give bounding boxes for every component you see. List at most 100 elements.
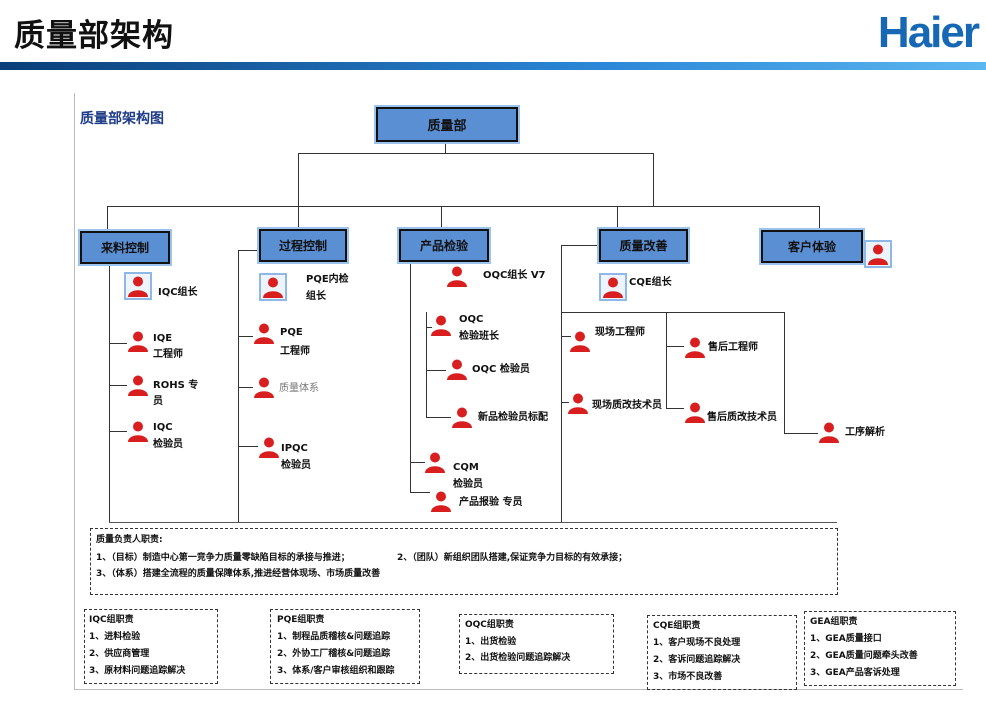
connector [426,312,427,417]
connector [410,492,430,493]
person-icon [451,406,473,428]
connector [298,153,299,206]
duty-box-cqe [647,615,797,690]
connector [109,431,127,432]
person-icon [684,401,706,423]
role-label: 员 [153,396,163,407]
duty-item: 3、GEA产品客诉处理 [810,668,900,678]
connector [561,402,569,403]
connector [109,343,127,344]
role-label: 售后工程师 [708,342,758,353]
person-icon [569,330,591,352]
duty-item: 1、客户现场不良处理 [653,638,741,648]
dept-box-process: 过程控制 [259,229,347,262]
person-icon [867,243,889,265]
connector [561,245,562,522]
dept-box-incoming: 来料控制 [80,231,170,264]
duty-box-oqc [459,614,614,674]
connector [784,433,818,434]
connector [238,387,253,388]
duty-item: 2、GEA质量问题牵头改善 [810,651,918,661]
role-label: IQC [153,422,173,433]
connector [445,138,446,154]
role-label: OQC 检验员 [472,364,530,375]
person-icon [253,322,275,344]
person-icon [684,336,706,358]
role-label: 工程师 [153,349,183,360]
connector [784,312,785,433]
connector [426,417,451,418]
role-label: ROHS 专 [153,380,199,391]
role-label: 检验员 [281,460,311,471]
duty-box-gea [804,611,956,686]
role-label: 工程师 [280,346,310,357]
role-label: IPQC [281,443,308,454]
role-label: 质量体系 [279,383,319,394]
connector [426,327,432,328]
connector [666,408,684,409]
connector [107,206,819,207]
responsibility-line: 1、（目标）制造中心第一竞争力质量零缺陷目标的承接与推进； [96,553,350,563]
duty-title: CQE组职责 [653,621,701,631]
connector [107,206,108,231]
role-label: CQM [453,462,479,473]
role-label: 新品检验员标配 [478,412,548,423]
person-icon [446,358,468,380]
role-label: 售后质改技术员 [707,412,777,423]
role-label: OQC组长 V7 [483,270,546,281]
connector [561,312,784,313]
duty-title: GEA组职责 [810,617,858,627]
org-chart-panel [74,93,963,690]
duty-item: 1、制程品质稽核&问题追踪 [277,632,391,642]
page-title: 质量部架构 [14,18,174,54]
duty-item: 2、外协工厂稽核&问题追踪 [277,649,391,659]
duty-title: OQC组职责 [465,620,514,630]
duty-title: IQC组职责 [89,615,134,625]
person-icon [446,265,468,287]
connector [561,336,571,337]
person-icon [253,376,275,398]
duty-item: 2、供应商管理 [89,649,150,659]
person-icon [602,276,624,298]
haier-logo: Haier [877,8,980,57]
connector [238,250,260,251]
connector [410,262,411,492]
role-label: 检验员 [453,479,483,490]
diagram-title: 质量部架构图 [80,111,164,127]
responsibilities-title: 质量负责人职责: [96,535,163,545]
connector [426,370,446,371]
role-label: PQE [280,327,303,338]
person-icon [127,275,149,297]
role-label: 现场工程师 [595,327,645,338]
connector [653,153,654,206]
person-icon [818,421,840,443]
connector [410,262,435,263]
person-icon [262,276,284,298]
dept-box-customer: 客户体验 [761,230,863,263]
dept-box-inspection: 产品检验 [399,229,489,262]
person-icon [127,330,149,352]
connector [238,336,253,337]
role-label: CQE组长 [629,277,672,288]
duty-item: 1、GEA质量接口 [810,634,882,644]
role-label: IQC组长 [158,287,198,298]
duty-item: 1、出货检验 [465,637,517,647]
duty-box-pqe [270,609,420,684]
role-label: OQC [459,314,484,325]
role-label: 组长 [306,291,326,302]
duty-item: 3、体系/客户审核组织和跟踪 [277,666,395,676]
role-label: 检验班长 [459,331,499,342]
connector [441,206,442,229]
role-label: 检验员 [153,439,183,450]
role-label: PQE内检 [306,274,349,285]
person-icon [430,490,452,512]
connector [238,446,258,447]
role-label: 现场质改技术员 [592,400,662,411]
person-icon [258,436,280,458]
responsibilities-box [90,528,838,595]
connector [666,346,684,347]
connector [109,262,110,522]
connector [666,312,667,408]
header-bar [0,62,986,70]
person-icon [430,314,452,336]
